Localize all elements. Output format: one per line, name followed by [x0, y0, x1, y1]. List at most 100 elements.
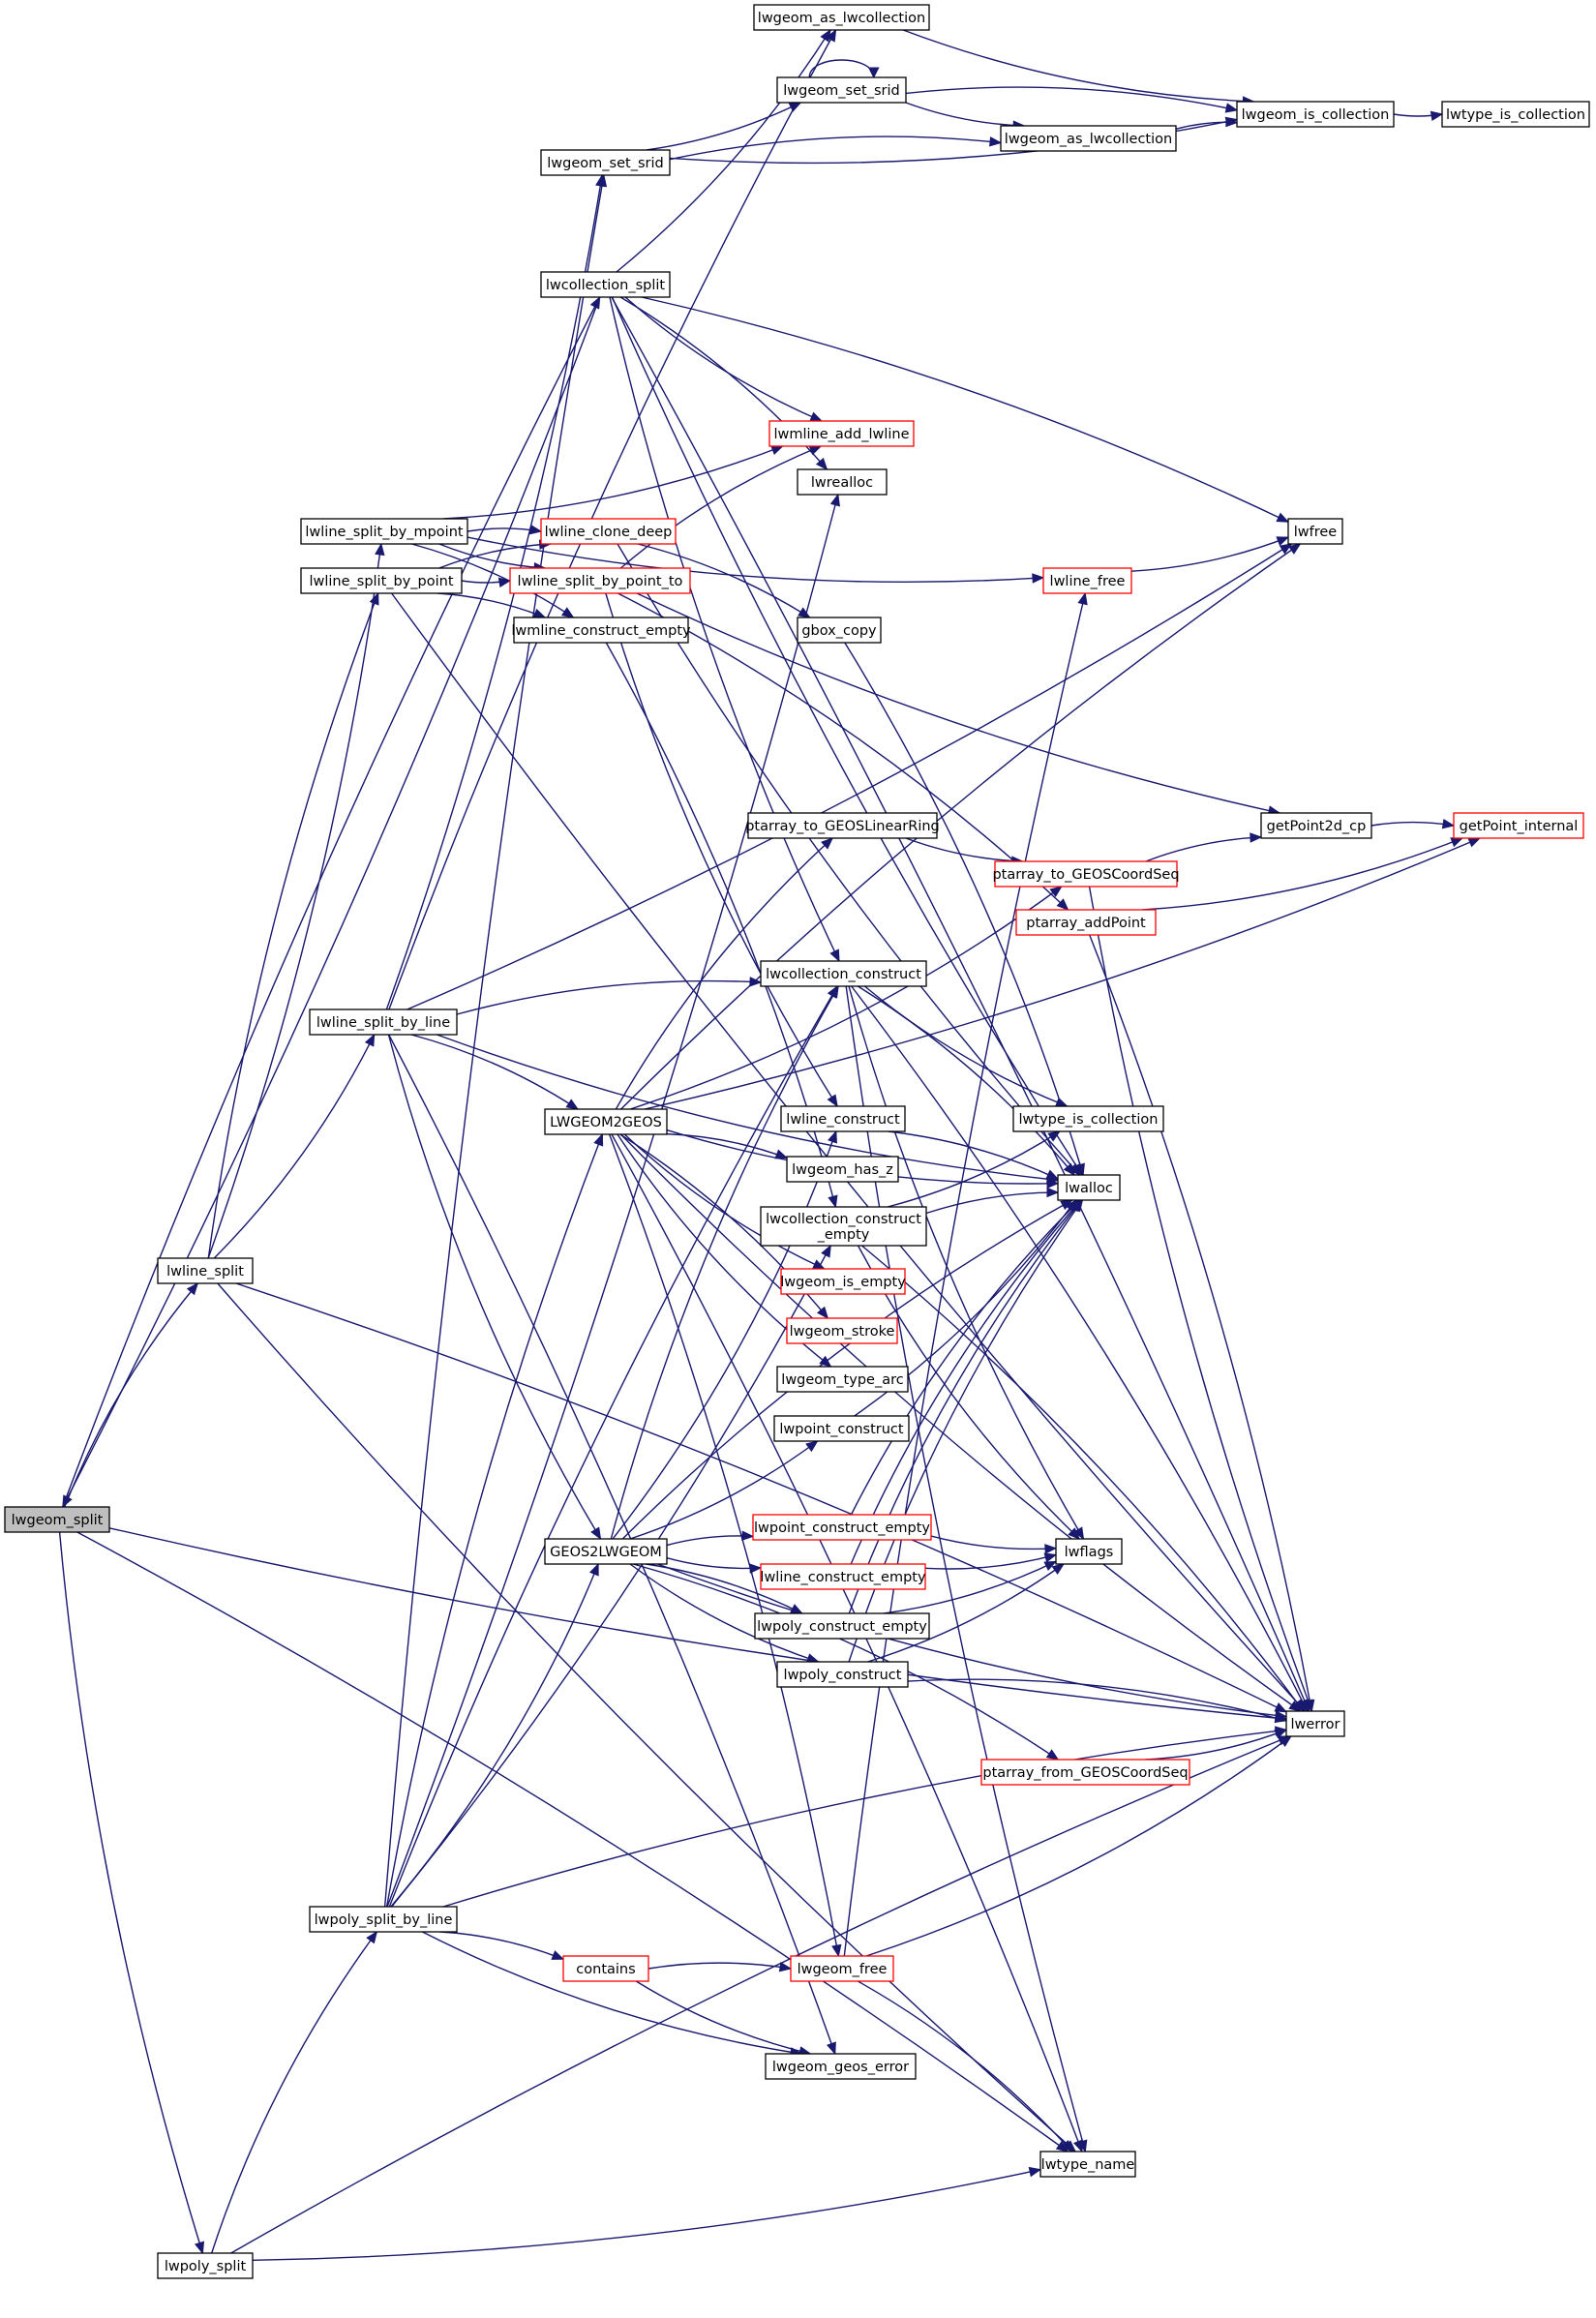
node-lwline-construct[interactable]: lwline_construct	[780, 1105, 906, 1132]
node-lwline-free[interactable]: lwline_free	[1042, 567, 1132, 594]
node-ptarray-to-GEOSCoordSeq[interactable]: ptarray_to_GEOSCoordSeq	[992, 860, 1180, 888]
node-lwline-split-by-mpoint[interactable]: lwline_split_by_mpoint	[300, 518, 468, 545]
node-contains[interactable]: contains	[562, 1955, 649, 1982]
node-lwgeom-is-collection[interactable]: lwgeom_is_collection	[1236, 101, 1395, 128]
node-lwline-split[interactable]: lwline_split	[157, 1257, 254, 1284]
node-GEOS2LWGEOM[interactable]: GEOS2LWGEOM	[544, 1538, 668, 1565]
node-lwpoly-split-by-line[interactable]: lwpoly_split_by_line	[309, 1906, 458, 1933]
node-box[interactable]	[1015, 909, 1157, 936]
node-box[interactable]	[157, 2252, 254, 2279]
node-box[interactable]	[1039, 2151, 1136, 2178]
node-box[interactable]	[776, 1366, 909, 1393]
node-lwgeom-as-lwcollection-top[interactable]: lwgeom_as_lwcollection	[753, 4, 930, 31]
node-ptarray-addPoint[interactable]: ptarray_addPoint	[1015, 909, 1157, 936]
node-box[interactable]	[980, 1759, 1190, 1786]
node-box[interactable]	[786, 1156, 899, 1183]
node-box[interactable]	[562, 1955, 649, 1982]
node-lwline-split-by-line[interactable]: lwline_split_by_line	[309, 1008, 458, 1036]
node-lwline-split-by-point[interactable]: lwline_split_by_point	[300, 567, 463, 594]
node-ptarray-to-GEOSLinearRing[interactable]: ptarray_to_GEOSLinearRing	[745, 812, 940, 839]
node-box[interactable]	[300, 567, 463, 594]
node-box[interactable]	[760, 960, 927, 987]
node-lwalloc[interactable]: lwalloc	[1057, 1174, 1121, 1201]
node-box[interactable]	[776, 76, 907, 104]
node-lwgeom-stroke[interactable]: lwgeom_stroke	[786, 1317, 898, 1344]
node-box[interactable]	[1236, 101, 1395, 128]
node-box[interactable]	[797, 468, 888, 496]
node-box[interactable]	[747, 812, 938, 839]
node-box[interactable]	[780, 1105, 906, 1132]
node-box[interactable]	[1012, 1105, 1164, 1132]
node-gbox-copy[interactable]: gbox_copy	[797, 617, 882, 644]
node-box[interactable]	[1441, 101, 1590, 128]
node-box[interactable]	[544, 1538, 668, 1565]
node-box[interactable]	[157, 1257, 254, 1284]
node-box[interactable]	[780, 1268, 906, 1295]
node-lwgeom-split[interactable]: lwgeom_split	[4, 1506, 110, 1533]
node-box[interactable]	[760, 1563, 926, 1590]
node-box[interactable]	[797, 617, 882, 644]
node-lwgeom-type-arc[interactable]: lwgeom_type_arc	[776, 1366, 909, 1393]
node-getPoint-internal[interactable]: getPoint_internal	[1453, 812, 1584, 839]
node-box[interactable]	[513, 617, 689, 644]
node-box[interactable]	[540, 518, 677, 545]
node-lwpoly-construct-empty[interactable]: lwpoly_construct_empty	[754, 1612, 930, 1640]
node-lwgeom-geos-error[interactable]: lwgeom_geos_error	[765, 2053, 917, 2080]
node-lwline-split-by-point-to[interactable]: lwline_split_by_point_to	[509, 567, 691, 594]
node-lwpoint-construct-empty[interactable]: lwpoint_construct_empty	[752, 1514, 932, 1541]
node-box[interactable]	[1057, 1174, 1121, 1201]
node-lwgeom-set-srid-inner[interactable]: lwgeom_set_srid	[776, 76, 907, 104]
node-lwerror[interactable]: lwerror	[1285, 1710, 1345, 1737]
node-lwpoint-construct[interactable]: lwpoint_construct	[773, 1415, 910, 1442]
node-box[interactable]	[4, 1506, 110, 1533]
node-lwmline-add-lwline[interactable]: lwmline_add_lwline	[768, 420, 915, 447]
node-box[interactable]	[754, 1612, 930, 1640]
node-lwline-construct-empty[interactable]: lwline_construct_empty	[760, 1563, 926, 1590]
node-lwpoly-split[interactable]: lwpoly_split	[157, 2252, 254, 2279]
node-lwgeom-free[interactable]: lwgeom_free	[790, 1955, 894, 1982]
node-box[interactable]	[773, 1415, 910, 1442]
node-box[interactable]	[776, 1661, 909, 1688]
node-box[interactable]	[1285, 1710, 1345, 1737]
node-lwtype-is-collection-top[interactable]: lwtype_is_collection	[1441, 101, 1590, 128]
node-lwtype-is-collection[interactable]: lwtype_is_collection	[1012, 1105, 1164, 1132]
node-box[interactable]	[309, 1906, 458, 1933]
node-box[interactable]	[540, 271, 671, 298]
node-lwgeom-set-srid[interactable]: lwgeom_set_srid	[540, 149, 671, 176]
node-box[interactable]	[765, 2053, 917, 2080]
node-box[interactable]	[1287, 518, 1343, 545]
node-box[interactable]	[768, 420, 915, 447]
node-lwfree[interactable]: lwfree	[1287, 518, 1343, 545]
node-lwgeom-as-lwcollection-mid[interactable]: lwgeom_as_lwcollection	[1000, 125, 1177, 152]
node-box[interactable]	[1453, 812, 1584, 839]
node-box[interactable]	[786, 1317, 898, 1344]
node-box[interactable]	[544, 1108, 668, 1135]
node-lwgeom-has-z[interactable]: lwgeom_has_z	[786, 1156, 899, 1183]
node-lwcollection-construct-empty[interactable]: lwcollection_construct_empty	[760, 1206, 927, 1247]
node-lwflags[interactable]: lwflags	[1055, 1538, 1123, 1565]
node-box[interactable]	[790, 1955, 894, 1982]
node-box[interactable]	[300, 518, 468, 545]
node-lwline-clone-deep[interactable]: lwline_clone_deep	[540, 518, 677, 545]
node-box[interactable]	[1055, 1538, 1123, 1565]
node-box[interactable]	[760, 1206, 927, 1247]
node-lwcollection-construct[interactable]: lwcollection_construct	[760, 960, 927, 987]
node-lwcollection-split[interactable]: lwcollection_split	[540, 271, 671, 298]
node-box[interactable]	[309, 1008, 458, 1036]
node-box[interactable]	[509, 567, 691, 594]
node-LWGEOM2GEOS[interactable]: LWGEOM2GEOS	[544, 1108, 668, 1135]
node-getPoint2d-cp[interactable]: getPoint2d_cp	[1260, 812, 1372, 839]
node-lwpoly-construct[interactable]: lwpoly_construct	[776, 1661, 909, 1688]
node-box[interactable]	[540, 149, 671, 176]
node-lwgeom-is-empty[interactable]: lwgeom_is_empty	[780, 1268, 906, 1295]
node-box[interactable]	[994, 860, 1178, 888]
node-lwmline-construct-empty[interactable]: lwmline_construct_empty	[511, 617, 691, 644]
node-box[interactable]	[1000, 125, 1177, 152]
node-box[interactable]	[1260, 812, 1372, 839]
node-lwrealloc[interactable]: lwrealloc	[797, 468, 888, 496]
node-box[interactable]	[1042, 567, 1132, 594]
node-ptarray-from-GEOSCoordSeq[interactable]: ptarray_from_GEOSCoordSeq	[980, 1759, 1190, 1786]
node-box[interactable]	[753, 4, 930, 31]
node-lwtype-name[interactable]: lwtype_name	[1039, 2151, 1136, 2178]
node-box[interactable]	[752, 1514, 932, 1541]
